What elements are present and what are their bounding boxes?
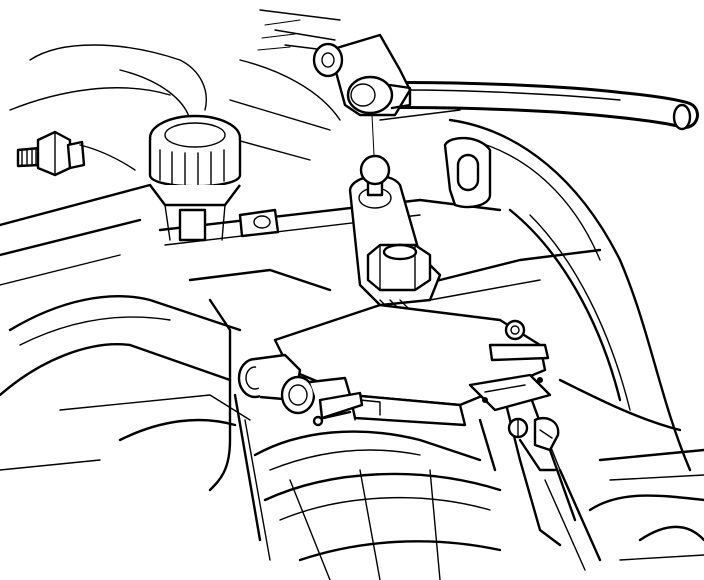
- cable-end-socket: [312, 33, 412, 117]
- shift-cable: [386, 81, 699, 131]
- mounting-bolt: [507, 416, 560, 472]
- mount-bracket: [443, 136, 492, 209]
- small-boss: [238, 208, 280, 238]
- fluid-cap: [148, 114, 242, 242]
- ball-stud: [359, 154, 391, 197]
- transmission-housing: [0, 9, 704, 580]
- threaded-stud: [16, 130, 136, 177]
- range-switch: [273, 303, 552, 427]
- electrical-connector: [237, 353, 364, 427]
- lever-nut: [366, 243, 432, 316]
- alignment-line: [371, 114, 375, 156]
